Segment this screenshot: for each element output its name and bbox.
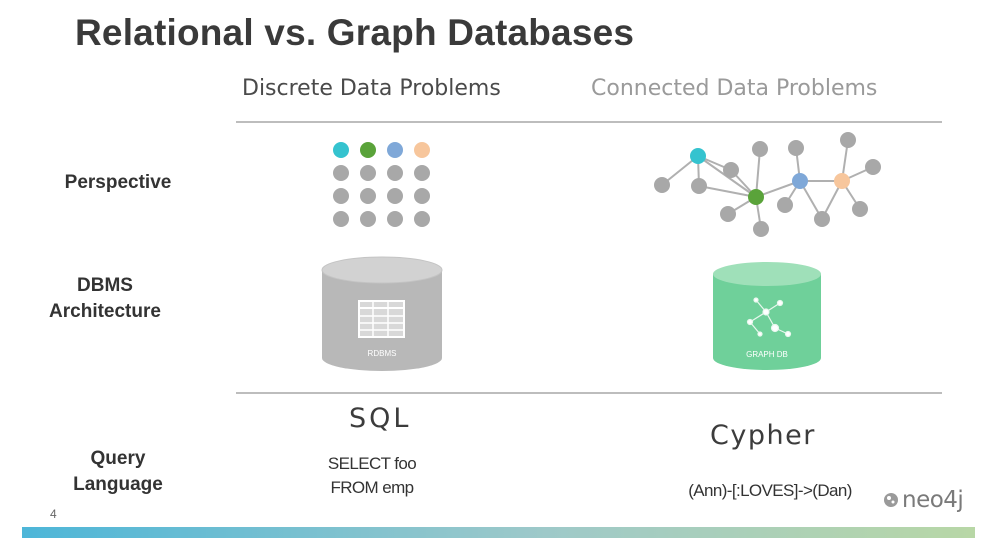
top-divider [236,121,942,123]
dot-gray [414,165,430,181]
sql-code-line2: FROM emp [330,478,414,497]
connected-data-heading: Connected Data Problems [591,76,878,101]
graph-node [777,197,793,213]
dot-gray [333,211,349,227]
sql-code-line1: SELECT foo [327,454,417,473]
dot-teal [333,142,349,158]
dot-gray [414,188,430,204]
sql-heading: SQL [349,403,412,434]
graph-node [865,159,881,175]
graph-node [720,206,736,222]
dot-green [360,142,376,158]
graph-node-peach [834,173,850,189]
graph-node [654,177,670,193]
graph-node-teal [690,148,706,164]
dot-gray [360,165,376,181]
dot-gray [333,188,349,204]
dbms-architecture-label: DBMS Architecture [5,273,205,325]
query-language-label: Query Language [18,446,218,498]
graph-node [814,211,830,227]
graph-db-cylinder: GRAPH DB [713,262,821,370]
discrete-dot-grid [333,142,430,227]
dot-gray [387,188,403,204]
dot-gray [360,211,376,227]
graph-icon [746,297,792,338]
connected-graph [654,132,881,237]
dot-blue [387,142,403,158]
page-number: 4 [50,507,57,521]
footer-gradient-bar [22,527,975,538]
graph-node [753,221,769,237]
dbms-label-line2: Architecture [49,301,161,322]
cypher-heading: Cypher [710,420,816,451]
table-icon [358,300,405,338]
sql-code: SELECT foo FROM emp [302,452,442,500]
dbms-label-line1: DBMS [77,275,133,296]
dot-gray [360,188,376,204]
middle-divider [236,392,942,394]
cypher-code: (Ann)-[:LOVES]->(Dan) [688,481,852,500]
graph-node [752,141,768,157]
rdbms-cylinder: RDBMS [321,256,443,371]
dot-gray [333,165,349,181]
neo4j-logo: neo4j [882,487,964,513]
graph-node [788,140,804,156]
dot-gray [387,211,403,227]
dot-peach [414,142,430,158]
perspective-label: Perspective [64,172,172,193]
dot-gray [387,165,403,181]
query-label-line1: Query [90,448,146,469]
graph-node [723,162,739,178]
discrete-data-heading: Discrete Data Problems [242,76,501,101]
query-label-line2: Language [73,474,163,495]
dot-gray [414,211,430,227]
slide-title: Relational vs. Graph Databases [75,12,635,53]
neo4j-logo-text: neo4j [902,487,964,513]
graph-node [840,132,856,148]
graph-node-green [748,189,764,205]
rdbms-cylinder-label: RDBMS [368,349,397,358]
graph-node [691,178,707,194]
graph-db-cylinder-label: GRAPH DB [746,350,788,359]
graph-node [852,201,868,217]
neo4j-logo-icon [884,493,898,507]
graph-node-blue [792,173,808,189]
